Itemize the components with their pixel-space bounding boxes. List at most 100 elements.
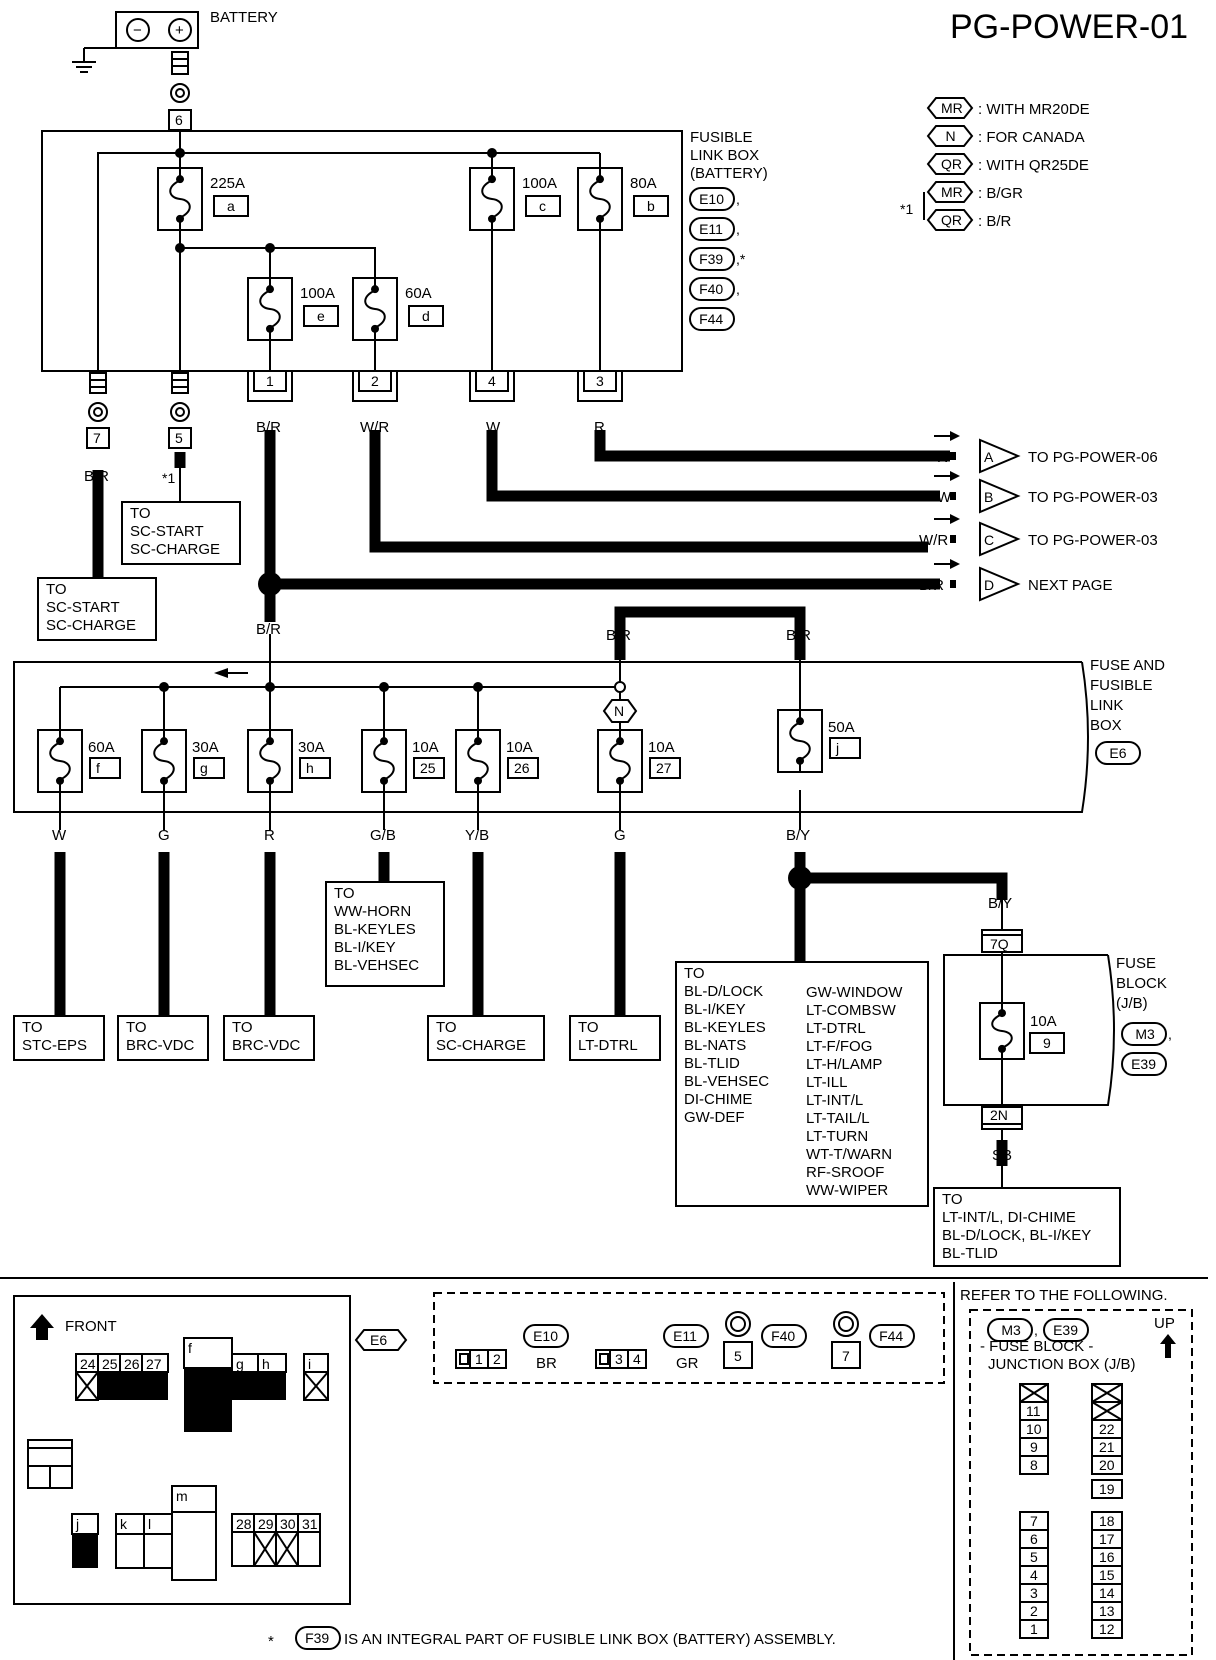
fuse-block-title-0: FUSE (1116, 955, 1156, 972)
e6-slot-28: 28 (236, 1516, 252, 1532)
dest-brc1-frame (117, 1015, 209, 1061)
e6-slot-25-27-body (98, 1372, 168, 1400)
fuse-27-id-box (649, 757, 681, 779)
refer-title: REFER TO THE FOLLOWING. (960, 1287, 1168, 1304)
e6-slot-m: m (176, 1488, 188, 1504)
dest-stc-line-0: TO (22, 1019, 43, 1036)
e6-slot-30: 30 (280, 1516, 296, 1532)
output-a-letter: A (984, 449, 994, 465)
dest-big-right-line-3: LT-F/FOG (806, 1038, 872, 1055)
jb-slot-19: 19 (1099, 1481, 1115, 1497)
wire-label-t2: W/R (360, 419, 389, 436)
jb-slot-1: 1 (1030, 1621, 1038, 1637)
dest-big-right-line-11: WW-WIPER (806, 1182, 888, 1199)
conn-view-f40: F40 (771, 1328, 795, 1344)
e6-slot-g: g (236, 1356, 244, 1372)
sc-box-1-line-0: TO (46, 581, 67, 598)
jb-slot-10: 10 (1026, 1421, 1042, 1437)
jb-slot-13: 13 (1099, 1603, 1115, 1619)
dest-big-right-line-1: LT-COMBSW (806, 1002, 897, 1019)
dest-big-right-line-10: RF-SROOF (806, 1164, 884, 1181)
fuse-e-id: e (317, 308, 325, 324)
dest-big_left-line-1: BL-D/LOCK (684, 983, 763, 1000)
legend-note-mark: *1 (900, 201, 913, 217)
fuse-e-contact-top (266, 285, 274, 294)
conn-view-f40-ring-inner (730, 1316, 746, 1332)
fusible-link-connector-e11-shape (689, 217, 735, 241)
fuse-25-contact-bottom (380, 776, 388, 785)
jb-slot-20: 20 (1099, 1457, 1115, 1473)
e6-slot-f: f (188, 1340, 192, 1356)
terminal-7: 7 (93, 430, 101, 446)
sc-box-0-line-1: SC-START (130, 523, 204, 540)
jb-slot-4: 4 (1030, 1567, 1038, 1583)
fuse-d-id: d (422, 308, 430, 324)
fuse-f-contact-bottom (56, 776, 64, 785)
dest-ww-line-4: BL-VEHSEC (334, 957, 419, 974)
e6-slot-k: k (120, 1516, 128, 1532)
conn-view-e11-color: GR (676, 1355, 699, 1372)
fuse-26-contact-top (474, 737, 482, 746)
fuse-a-element (169, 168, 191, 230)
conn-view-e10: E10 (533, 1328, 558, 1344)
fuse-27-rating: 10A (648, 739, 675, 756)
output-a-pin (950, 452, 956, 460)
fusible-link-connector-e10: E10 (699, 191, 724, 207)
fusible-link-connector-f39-shape (689, 247, 735, 271)
refer.left_top-blank-cross-b (1019, 1383, 1049, 1403)
fusible-link-connector-f44-shape (689, 307, 735, 331)
refer-line-0: - FUSE BLOCK - (980, 1338, 1093, 1355)
dest-stc-line-1: STC-EPS (22, 1037, 87, 1054)
output-a-destination: TO PG-POWER-06 (1028, 449, 1158, 466)
terminal-2-box (358, 370, 392, 392)
dest-big_left-line-2: BL-I/KEY (684, 1001, 746, 1018)
refer-connector-comma: , (1034, 1322, 1038, 1338)
fuse-a-rating: 225A (210, 175, 245, 192)
legend-code-4: QR (941, 212, 962, 228)
dest-brc2-line-0: TO (232, 1019, 253, 1036)
jb-slot-8: 8 (1030, 1457, 1038, 1473)
fuse-26-id: 26 (514, 760, 530, 776)
fuse-block-connector-e39: E39 (1131, 1056, 1156, 1072)
refer.right_top-blank-cross-b (1091, 1401, 1123, 1421)
e6-slot-29: 29 (258, 1516, 274, 1532)
output-c-destination: TO PG-POWER-03 (1028, 532, 1158, 549)
fuse-e-rating: 100A (300, 285, 335, 302)
dest-big-right-line-6: LT-INT/L (806, 1092, 863, 1109)
fuse-a-contact-bottom (176, 214, 184, 223)
jb-slot-2: 2 (1030, 1603, 1038, 1619)
jb-slot-12-box (1091, 1619, 1123, 1639)
terminal-3-box (583, 370, 617, 392)
fuse-c-contact-top (488, 175, 496, 184)
wire-label-t3: R (594, 419, 605, 436)
legend-code-1: N (946, 128, 956, 144)
fuse-9-contact-top (998, 1009, 1006, 1018)
fuse-e-element (259, 278, 281, 340)
jb-slot-19-box (1091, 1479, 1123, 1499)
jb-slot-12: 12 (1099, 1621, 1115, 1637)
fuse-26-contact-bottom (474, 776, 482, 785)
fuse-c-rating: 100A (522, 175, 557, 192)
fuse-d-element (364, 278, 386, 340)
output-d-letter: D (984, 577, 994, 593)
fuse-g-contact-bottom (160, 776, 168, 785)
fuse-j-rating: 50A (828, 719, 855, 736)
sc-box-1-line-2: SC-CHARGE (46, 617, 136, 634)
e6-slot-27: 27 (146, 1356, 162, 1372)
terminal-3-housing (577, 371, 623, 402)
legend-text-2: : WITH QR25DE (978, 157, 1089, 174)
conn-view-f40-ring (725, 1311, 751, 1337)
battery-plus: + (175, 22, 184, 39)
battery-minus: − (133, 22, 142, 39)
jb-slot-17: 17 (1099, 1531, 1115, 1547)
e6-slot-24-body-cross-b (75, 1371, 99, 1401)
dest-big-right-line-9: WT-T/WARN (806, 1146, 892, 1163)
refer-connector-e39: E39 (1053, 1322, 1078, 1338)
fuse-f-element (49, 730, 71, 792)
fusible-link-connector-f40: F40 (699, 281, 723, 297)
